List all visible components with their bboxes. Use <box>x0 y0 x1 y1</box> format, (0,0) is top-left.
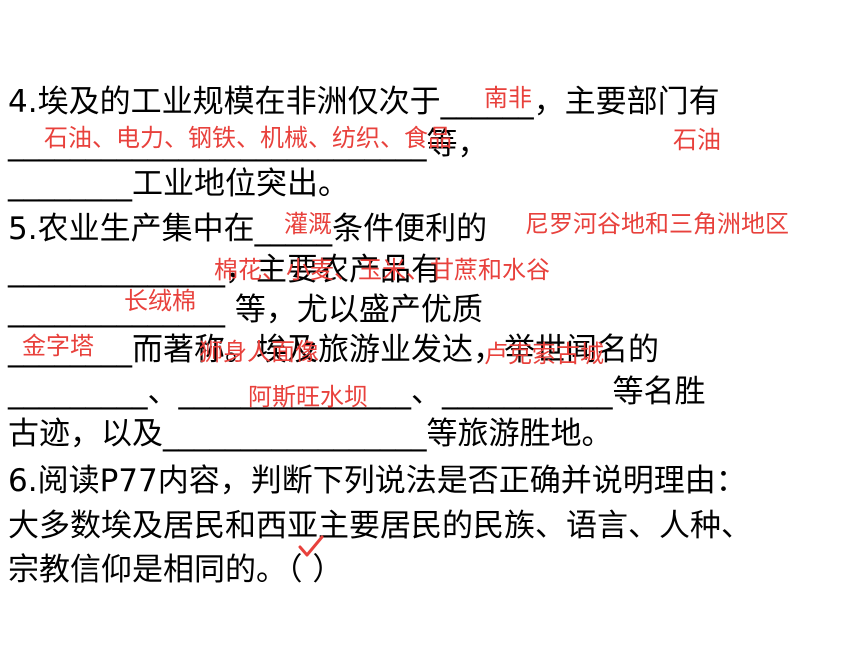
question-4-line-3: ________工业地位突出。 <box>8 166 349 202</box>
question-6-line-1: 6.阅读P77内容，判断下列说法是否正确并说明理由： <box>8 463 747 499</box>
answer-south-africa: 南非 <box>484 84 532 112</box>
question-6-line-2: 大多数埃及居民和西亚主要居民的民族、语言、人种、 <box>8 508 752 544</box>
answer-nile-region: 尼罗河谷地和三角洲地区 <box>525 210 789 238</box>
question-5-line-3: ______________ 等，尤以盛产优质 <box>8 292 483 328</box>
question-5-line-1: 5.农业生产集中在_____条件便利的 <box>8 211 488 247</box>
answer-pyramids: 金字塔 <box>22 332 94 360</box>
answer-oil: 石油 <box>673 126 721 154</box>
question-6-line-3: 宗教信仰是相同的。（ ） <box>8 552 344 588</box>
answer-aswan: 阿斯旺水坝 <box>248 383 368 411</box>
answer-sphinx: 狮身人面像 <box>199 338 319 366</box>
question-4-line-2: ___________________________等， <box>8 126 489 162</box>
question-5-line-2: ______________，主要农产品有 <box>8 252 442 288</box>
question-5-line-4: ________而著称。埃及旅游业发达，举世闻名的 <box>8 332 659 368</box>
answer-long-cotton: 长绒棉 <box>124 287 196 315</box>
answer-irrigation: 灌溉 <box>284 210 332 238</box>
question-4-line-1: 4.埃及的工业规模在非洲仅次于______，主要部门有 <box>8 84 720 120</box>
answer-industries: 石油、电力、钢铁、机械、纺织、食品 <box>44 124 452 152</box>
question-5-line-6: 古迹，以及_________________等旅游胜地。 <box>8 416 613 452</box>
question-5-line-5: _________、_______________、___________等名胜 <box>8 374 706 410</box>
answer-crops: 棉花、小麦、玉米、甘蔗和水谷 <box>214 256 550 284</box>
answer-luxor: 卢克索古城 <box>484 340 604 368</box>
check-icon <box>298 535 324 557</box>
